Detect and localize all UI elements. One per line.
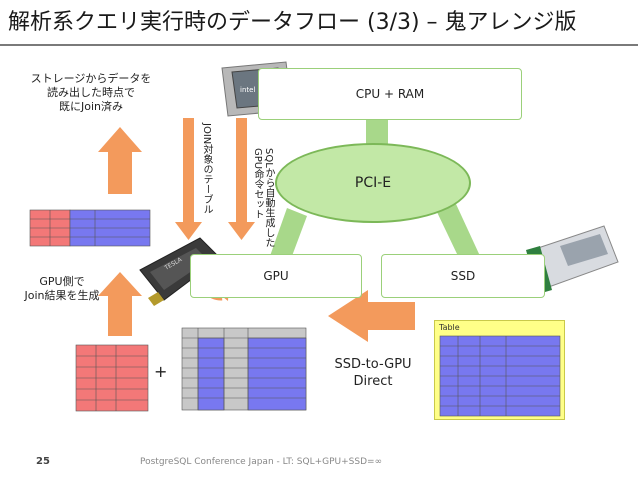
pcie-bus: PCI-E	[275, 143, 471, 223]
label-ssd-to-gpu-direct: SSD-to-GPU Direct	[318, 356, 428, 390]
arrow-down-sql-gpu	[228, 118, 255, 240]
note-already-joined-line1: ストレージからデータを	[30, 72, 152, 85]
label-direct-line2: Direct	[353, 374, 393, 389]
connector-cpu-pcie	[366, 118, 388, 148]
note-gpu-join: GPU側で Join結果を生成	[2, 275, 122, 303]
note-already-joined-line3: 既にJoin済み	[58, 100, 123, 113]
plus-sign: +	[154, 362, 168, 381]
cpu-ram-box: CPU + RAM	[258, 68, 522, 120]
cpu-ram-label: CPU + RAM	[355, 87, 425, 101]
footer-text: PostgreSQL Conference Japan - LT: SQL+GP…	[140, 457, 383, 467]
gpu-label: GPU	[263, 269, 289, 283]
gpu-box: GPU	[190, 254, 362, 298]
arrow-up-bottom	[98, 272, 142, 336]
svg-text:intel: intel	[240, 86, 255, 94]
ssd-box: SSD	[381, 254, 545, 298]
pcie-label: PCI-E	[354, 175, 392, 191]
ssd-table	[434, 320, 565, 420]
arrow-down-join-table	[175, 118, 202, 240]
page-number: 25	[36, 456, 50, 467]
ssd-table-caption: Table	[439, 323, 460, 332]
flow-arrows	[98, 118, 415, 342]
label-direct-line1: SSD-to-GPU	[334, 357, 412, 372]
title-divider	[0, 44, 638, 46]
note-already-joined-line2: 読み出した時点で	[47, 86, 135, 99]
arrow-up-top	[98, 127, 142, 194]
pcie-connectors	[270, 118, 480, 256]
note-gpu-join-line2: Join結果を生成	[24, 289, 100, 302]
note-already-joined: ストレージからデータを 読み出した時点で 既にJoin済み	[26, 72, 156, 114]
connector-ssd-pcie	[436, 204, 480, 256]
ssd-label: SSD	[450, 269, 476, 283]
page-title: 解析系クエリ実行時のデータフロー (3/3) – 鬼アレンジ版	[8, 10, 577, 35]
gpu-result-table	[181, 327, 307, 411]
connector-gpu-pcie	[270, 208, 307, 256]
red-table-bottom	[75, 344, 149, 412]
label-join-target-table: JOIN対象のテーブル	[201, 123, 212, 215]
note-gpu-join-line1: GPU側で	[39, 275, 85, 288]
joined-table-mid	[29, 209, 151, 247]
label-sql-generated-gpu-code: SQLから自動生成した GPU命令セット	[252, 148, 274, 248]
arrow-ssd-to-gpu	[328, 290, 415, 342]
